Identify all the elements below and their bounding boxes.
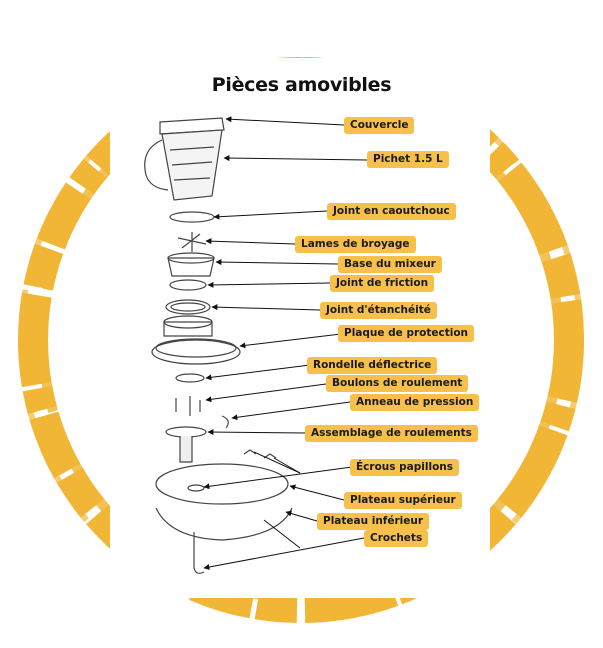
label-boulons: Boulons de roulement: [326, 375, 469, 392]
bearing-bolts-part: [175, 396, 201, 416]
label-joint-caoutchouc: Joint en caoutchouc: [327, 203, 456, 220]
label-lames: Lames de broyage: [295, 236, 416, 253]
pressure-ring-part: [221, 415, 229, 429]
deflector-washer-part: [175, 373, 205, 383]
label-plateau-sup: Plateau supérieur: [344, 492, 462, 509]
label-pichet: Pichet 1.5 L: [367, 151, 449, 168]
lid-part: [159, 117, 225, 135]
label-assemblage: Assemblage de roulements: [305, 425, 478, 442]
label-couvercle: Couvercle: [344, 117, 415, 134]
blades-part: [177, 232, 207, 252]
label-anneau: Anneau de pression: [350, 394, 480, 411]
mixer-base-part: [167, 257, 215, 277]
friction-ring-part: [169, 279, 207, 291]
lower-plate-part: [155, 507, 293, 541]
protection-plate-part: [151, 339, 241, 365]
jar-handle-part: [144, 139, 169, 191]
diagram-title: Pièces amovibles: [211, 74, 392, 96]
label-base-mixeur: Base du mixeur: [338, 256, 442, 273]
label-plaque-protection: Plaque de protection: [338, 325, 475, 342]
leader-lines: [203, 116, 368, 570]
label-plateau-inf: Plateau inférieur: [317, 513, 430, 530]
label-ecrous: Écrous papillons: [350, 459, 460, 476]
label-rondelle: Rondelle déflectrice: [307, 357, 438, 374]
hook-part: [193, 532, 205, 574]
label-joint-etancheite: Joint d'étanchéité: [320, 302, 437, 319]
label-joint-friction: Joint de friction: [330, 275, 435, 292]
protection-cap-part: [163, 321, 213, 337]
upper-plate-part: [155, 463, 289, 505]
label-crochets: Crochets: [364, 530, 429, 547]
wing-nuts-part: [243, 449, 277, 459]
sealing-ring-part: [165, 299, 211, 315]
blender-sketch: [144, 117, 293, 574]
